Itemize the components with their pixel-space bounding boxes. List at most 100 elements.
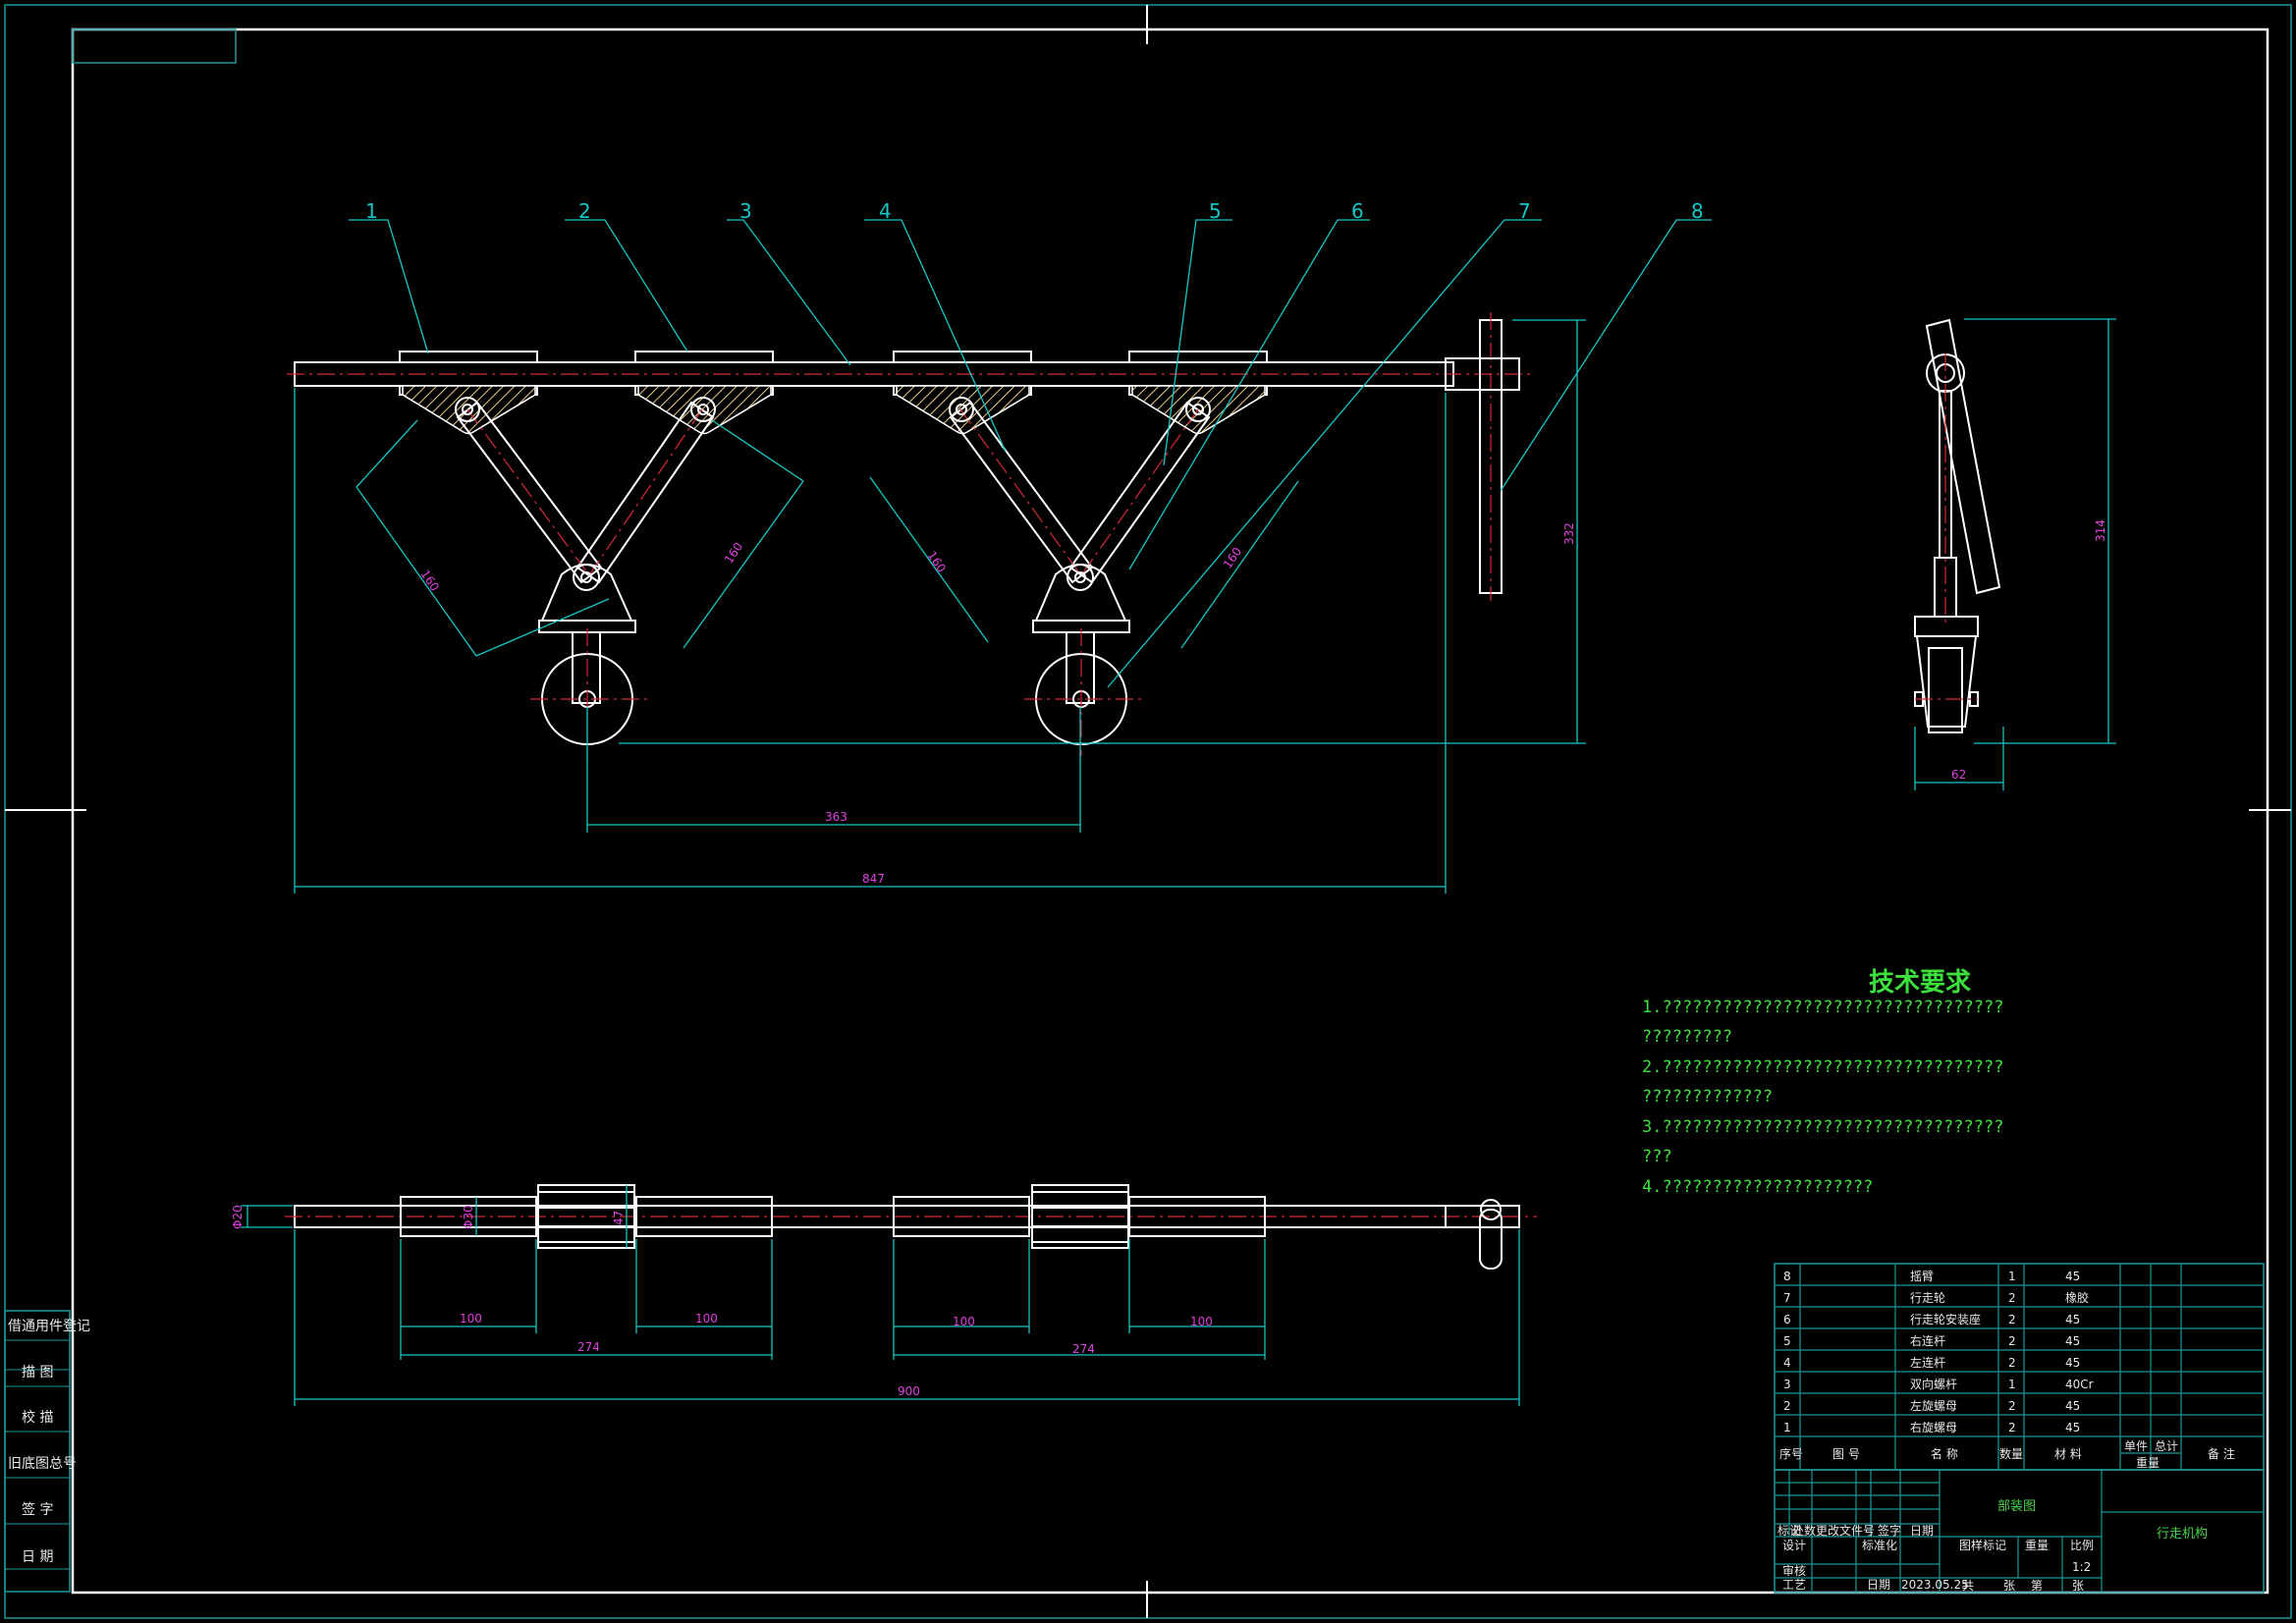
- pins: [455, 397, 1211, 422]
- date-label: 日期: [1867, 1578, 1890, 1592]
- dim-height: 332: [1562, 522, 1576, 545]
- bom-row-1-qty: 2: [2008, 1421, 2016, 1434]
- scale-label: 比例: [2070, 1539, 2094, 1552]
- dim-front-c: 160: [925, 549, 949, 575]
- date-value: 2023.05.25: [1901, 1578, 1969, 1592]
- part-label-7: 7: [1518, 199, 1531, 223]
- rev-count: 处数: [1792, 1523, 1816, 1538]
- tech-line-1: 1.??????????????????????????????????: [1642, 998, 2003, 1017]
- bom-row-1-no: 1: [1783, 1421, 1791, 1434]
- sheet-no-label: 第: [2031, 1579, 2043, 1593]
- bom-row-6-qty: 2: [2008, 1313, 2016, 1326]
- dim-front-a: 160: [418, 568, 442, 594]
- part-label-2: 2: [578, 199, 591, 223]
- bom-row-1-material: 45: [2065, 1421, 2080, 1434]
- wheel-assembly-right: [1024, 564, 1142, 756]
- wheel-assembly-left: [530, 564, 648, 756]
- bom-row-3-name: 双向螺杆: [1910, 1377, 1957, 1391]
- bom-row-8-material: 45: [2065, 1270, 2080, 1283]
- dim-seg-4: 100: [1190, 1315, 1213, 1328]
- sheet-label-2: 张: [2072, 1579, 2084, 1593]
- role-design: 设计: [1782, 1539, 1806, 1552]
- sheet-total-label: 共: [1962, 1579, 1974, 1593]
- front-view: 1 2 3 4 5 6 7 8 160 160 160 160 363: [287, 199, 1712, 893]
- role-review: 审核: [1782, 1563, 1806, 1578]
- bom-row-7-no: 7: [1783, 1291, 1791, 1305]
- side-cell-1: 描 图: [22, 1365, 53, 1380]
- dim-pair-2: 274: [1072, 1342, 1095, 1356]
- rev-mark: 标记: [1777, 1524, 1801, 1538]
- tech-line-7: 4.?????????????????????: [1642, 1177, 1873, 1197]
- dim-side-width: 62: [1951, 768, 1966, 782]
- bom-row-5-qty: 2: [2008, 1334, 2016, 1348]
- bom-header-weight: 重量: [2136, 1456, 2159, 1470]
- role-process: 工艺: [1782, 1578, 1806, 1592]
- bom-row-8-qty: 1: [2008, 1270, 2016, 1283]
- bom-row-7-qty: 2: [2008, 1291, 2016, 1305]
- dim-seg-3: 100: [953, 1315, 975, 1328]
- bom-row-2-name: 左旋螺母: [1910, 1398, 1957, 1413]
- dim-seg-1: 100: [460, 1312, 482, 1325]
- stage-mark: 图样标记: [1959, 1538, 2006, 1552]
- bom-row-4-qty: 2: [2008, 1356, 2016, 1370]
- tech-line-5: 3.??????????????????????????????????: [1642, 1117, 2003, 1137]
- bom-header-total: 总计: [2155, 1439, 2178, 1453]
- dim-seg-2: 100: [695, 1312, 718, 1325]
- side-column: 借通用件登记 描 图 校 描 旧底图总号 签 字 日 期: [4, 1310, 90, 1593]
- bom-row-8-no: 8: [1783, 1270, 1791, 1283]
- bom-header-qty: 数量: [1999, 1446, 2023, 1461]
- tech-line-6: ???: [1642, 1147, 1672, 1166]
- side-cell-2: 校 描: [22, 1409, 53, 1426]
- standardize-label: 标准化: [1862, 1539, 1897, 1552]
- scale-value: 1:2: [2072, 1560, 2091, 1574]
- tech-line-3: 2.??????????????????????????????????: [1642, 1057, 2003, 1077]
- sheet-frame: [4, 4, 2292, 1619]
- side-view: 314 62: [1914, 318, 2116, 790]
- bom-row-8-name: 摇臂: [1910, 1270, 1934, 1283]
- assembly-name: 行走机构: [2157, 1527, 2208, 1542]
- dim-wheelbase: 363: [825, 810, 847, 824]
- dim-front-b: 160: [722, 540, 745, 567]
- bom-row-4-name: 左连杆: [1910, 1355, 1945, 1370]
- bom-header-unit: 单件: [2124, 1439, 2148, 1453]
- side-cell-4: 签 字: [22, 1501, 53, 1518]
- dim-top-sleeve: Φ30: [462, 1205, 475, 1229]
- top-view: Φ20 Φ30 47 100 100 100 100 274 274: [231, 1184, 1537, 1406]
- bom-row-2-no: 2: [1783, 1399, 1791, 1413]
- rev-doc-no: 更改文件号: [1816, 1523, 1875, 1538]
- bom-row-5-material: 45: [2065, 1334, 2080, 1348]
- dim-top-span: 47: [612, 1211, 626, 1225]
- side-crank: [1925, 318, 2001, 595]
- top-dimensions: Φ20 Φ30 47 100 100 100 100 274 274: [231, 1185, 1520, 1406]
- drawing-type: 部装图: [1997, 1499, 2036, 1514]
- side-cell-5: 日 期: [22, 1549, 53, 1565]
- bom-row-6-material: 45: [2065, 1313, 2080, 1326]
- bom-row-6-no: 6: [1783, 1313, 1791, 1326]
- bom-header-no: 序号: [1779, 1446, 1803, 1461]
- part-label-4: 4: [879, 199, 892, 223]
- bom-row-6-name: 行走轮安装座: [1910, 1312, 1981, 1326]
- bom-row-4-no: 4: [1783, 1356, 1791, 1370]
- side-wheel: [1928, 647, 1963, 733]
- dim-side-height: 314: [2094, 519, 2107, 542]
- bom-header-material: 材 料: [2054, 1447, 2082, 1461]
- part-label-1: 1: [365, 199, 378, 223]
- leader-lines: 1 2 3 4 5 6 7 8: [349, 199, 1712, 688]
- bom-header-drawing-no: 图 号: [1832, 1447, 1860, 1461]
- sheet-label-1: 张: [2003, 1579, 2015, 1593]
- bom-row-2-qty: 2: [2008, 1399, 2016, 1413]
- dim-front-d: 160: [1221, 545, 1244, 571]
- bom-row-3-material: 40Cr: [2065, 1378, 2094, 1391]
- bom-header-name: 名 称: [1931, 1446, 1958, 1461]
- bom-row-2-material: 45: [2065, 1399, 2080, 1413]
- dim-overall-length: 847: [862, 872, 885, 886]
- code-box: [72, 28, 237, 64]
- bom-row-3-qty: 1: [2008, 1378, 2016, 1391]
- bom-row-7-material: 橡胶: [2065, 1290, 2089, 1305]
- title-block: 部装图 行走机构 标记 处数 更改文件号 签字 日期 设计 标准化 审核 工艺 …: [1774, 1469, 2265, 1594]
- dim-pair-1: 274: [577, 1340, 600, 1354]
- part-label-6: 6: [1351, 199, 1364, 223]
- dim-top-diameter: Φ20: [231, 1205, 245, 1229]
